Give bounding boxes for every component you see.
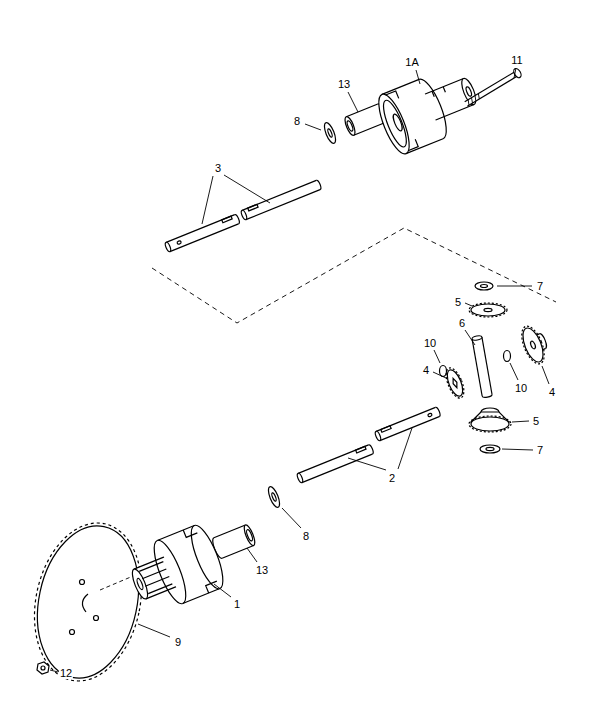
differential-housing — [373, 76, 453, 158]
callout-number: 13 — [337, 78, 351, 90]
axle-shaft — [164, 214, 240, 252]
callout-number: 8 — [293, 115, 301, 127]
washer — [322, 121, 338, 144]
bolt — [463, 67, 522, 108]
callout-number: 13 — [255, 564, 269, 576]
axle-shaft — [374, 407, 441, 442]
differential-housing — [148, 522, 229, 608]
callout-number: 1 — [233, 598, 241, 610]
nut — [37, 662, 49, 674]
washer — [266, 485, 282, 508]
washer — [475, 282, 493, 290]
axle-shaft — [296, 444, 374, 483]
callout-number: 2 — [388, 472, 396, 484]
callout-number: 11 — [510, 54, 523, 66]
callout-number: 3 — [214, 162, 222, 174]
callout-number: 10 — [514, 382, 528, 394]
callout-number: 5 — [532, 415, 540, 427]
nut — [41, 666, 45, 670]
callout-number: 6 — [458, 317, 466, 329]
washer — [480, 445, 500, 453]
callout-number: 10 — [423, 337, 437, 349]
side-gear — [443, 366, 468, 401]
leader-lines — [50, 68, 549, 672]
callout-number: 12 — [59, 667, 73, 679]
callout-number: 9 — [174, 636, 182, 648]
bushing — [211, 524, 257, 560]
bevel-gear — [469, 303, 507, 317]
callout-number: 4 — [422, 364, 430, 376]
callout-number: 8 — [302, 530, 310, 542]
callout-number: 7 — [536, 444, 544, 456]
callout-number: 5 — [454, 296, 462, 308]
callout-number: 1A — [404, 56, 419, 68]
bevel-gear — [469, 408, 511, 432]
sprocket — [21, 513, 156, 691]
axle-shaft — [240, 180, 322, 221]
callout-number: 7 — [536, 280, 544, 292]
group-bracket — [152, 228, 556, 323]
side-gear — [517, 322, 552, 367]
callout-number: 4 — [548, 386, 556, 398]
